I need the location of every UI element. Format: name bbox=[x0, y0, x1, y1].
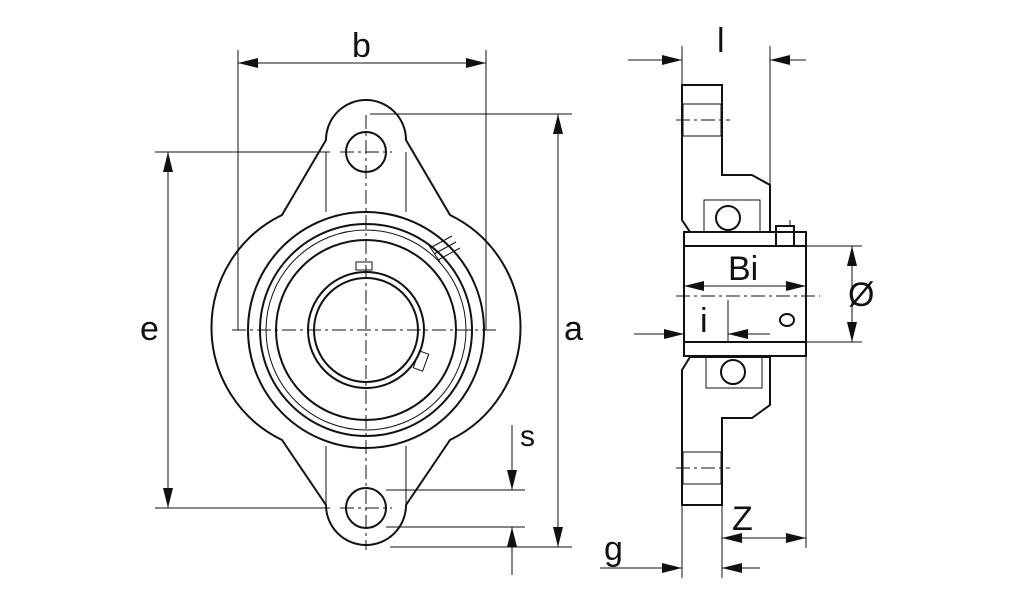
dimension-b: b bbox=[237, 27, 487, 330]
label-s: s bbox=[520, 420, 535, 453]
front-view bbox=[210, 99, 522, 550]
label-z: Z bbox=[732, 500, 753, 538]
dimension-bi: Bi bbox=[684, 250, 806, 291]
dimension-diameter: Ø bbox=[806, 245, 874, 343]
side-view bbox=[676, 84, 820, 506]
dimension-g: g bbox=[600, 530, 760, 573]
dimension-s: s bbox=[386, 420, 535, 575]
inner-ring-side bbox=[683, 231, 807, 247]
label-a: a bbox=[564, 310, 583, 348]
dimension-i: i bbox=[634, 300, 770, 342]
ball-top bbox=[715, 205, 741, 231]
label-g: g bbox=[604, 530, 623, 568]
dimension-a: a bbox=[370, 113, 583, 548]
label-diameter: Ø bbox=[848, 276, 874, 314]
label-bi: Bi bbox=[728, 250, 758, 288]
dimension-l: l bbox=[628, 22, 806, 185]
ball-bottom bbox=[720, 359, 746, 385]
dimension-z: Z bbox=[681, 342, 807, 578]
dimension-e: e bbox=[140, 151, 330, 509]
label-l: l bbox=[717, 22, 725, 60]
label-b: b bbox=[352, 27, 371, 65]
label-i: i bbox=[700, 302, 708, 340]
label-e: e bbox=[140, 310, 159, 348]
